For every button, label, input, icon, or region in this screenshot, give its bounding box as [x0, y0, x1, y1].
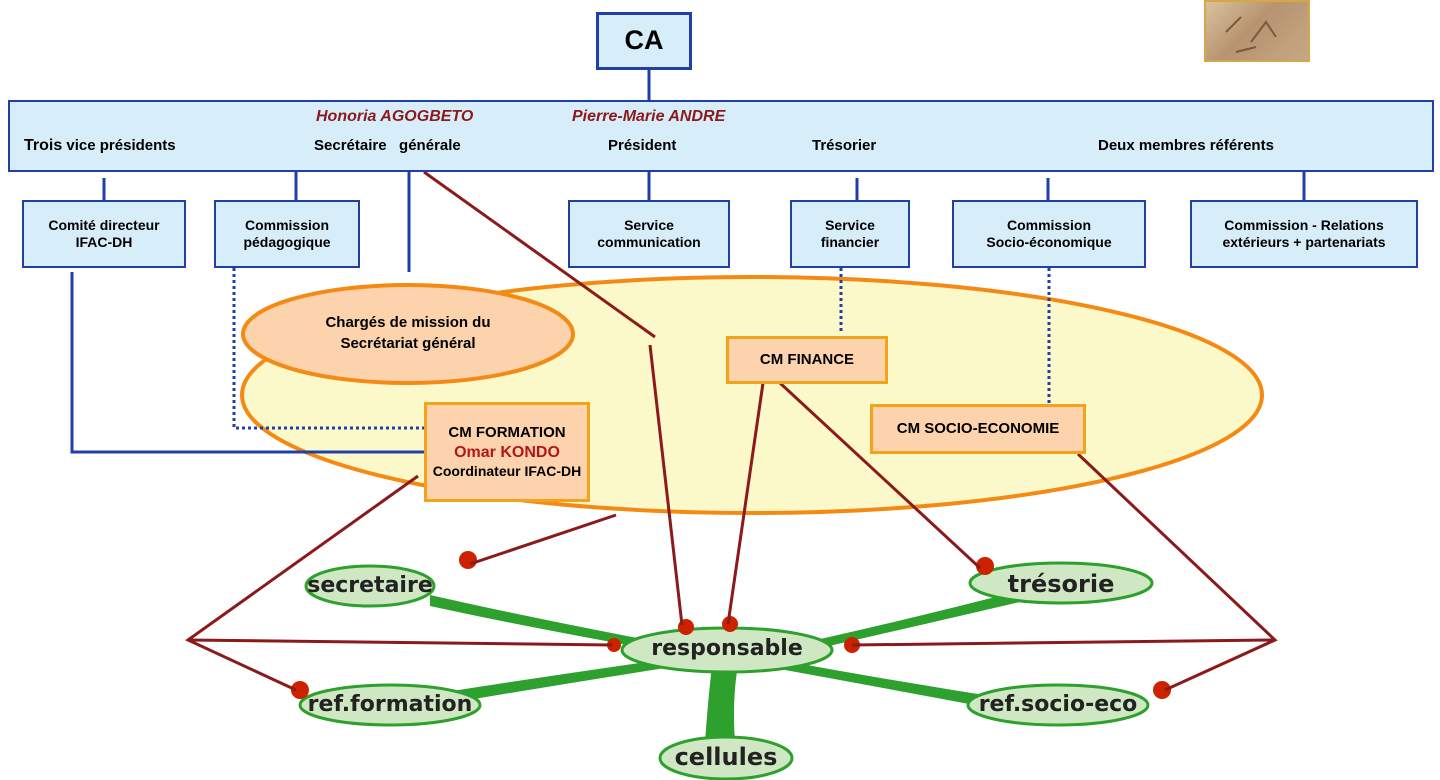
pedagogique-line1: Commission	[244, 216, 329, 233]
secretary-name: Honoria AGOGBETO	[316, 108, 474, 125]
node-responsable-label: responsable	[651, 636, 803, 661]
comite-directeur-box: Comité directeur IFAC-DH	[22, 200, 186, 268]
cm-finance-label: CM FINANCE	[759, 350, 855, 368]
role-president: Président	[608, 137, 677, 154]
commission-socio-box: Commission Socio-économique	[952, 200, 1146, 268]
president-name: Pierre-Marie ANDRE	[572, 108, 726, 125]
charges-label: Chargés de mission du Secrétariat généra…	[240, 312, 576, 354]
cm-formation-name: Omar KONDO	[454, 443, 560, 461]
charges-ellipse	[241, 283, 575, 385]
cm-formation-title: CM FORMATION	[448, 423, 566, 441]
financier-line1: Service	[825, 216, 875, 233]
role-vice-presidents-count: Trois	[24, 137, 63, 154]
charges-line2: Secrétariat général	[340, 335, 476, 352]
node-secretaire-label: secretaire	[307, 573, 433, 598]
commission-relations-box: Commission - Relations extérieurs + part…	[1190, 200, 1418, 268]
blue-connectors	[70, 70, 1306, 454]
node-ref-formation	[298, 683, 482, 727]
node-cellules	[658, 735, 794, 780]
financier-line2: financier	[820, 234, 880, 250]
pedagogique-line2: pédagogique	[243, 234, 331, 250]
role-treasurer: Trésorier	[812, 137, 877, 154]
node-ref-socio	[966, 683, 1150, 727]
mindmap-arms	[395, 580, 1062, 742]
socio-line1: Commission	[1006, 216, 1091, 233]
communication-line1: Service	[624, 216, 674, 233]
service-financier-box: Service financier	[790, 200, 910, 268]
node-tresorie-label: trésorie	[1007, 570, 1115, 598]
logo-image	[1204, 0, 1310, 62]
socio-line2: Socio-économique	[986, 234, 1112, 250]
comite-line2: IFAC-DH	[75, 234, 133, 250]
node-ref-formation-label: ref.formation	[307, 692, 473, 717]
role-vice-presidents: Trois vice présidents	[24, 137, 176, 155]
commission-pedagogique-box: Commission pédagogique	[214, 200, 360, 268]
comite-line1: Comité directeur	[48, 216, 160, 233]
cm-socio-box: CM SOCIO-ECONOMIE	[870, 404, 1086, 454]
role-vice-presidents-text: vice présidents	[62, 137, 176, 154]
node-tresorie	[968, 561, 1154, 605]
cm-finance-box: CM FINANCE	[726, 336, 888, 384]
node-ref-socio-label: ref.socio-eco	[978, 692, 1138, 717]
charges-line1: Chargés de mission du	[325, 314, 491, 331]
relations-line1: Commission - Relations	[1224, 216, 1384, 233]
node-cellules-label: cellules	[674, 743, 778, 771]
board-bar	[8, 100, 1434, 172]
cm-socio-label: CM SOCIO-ECONOMIE	[896, 419, 1060, 437]
communication-line2: communication	[597, 234, 701, 250]
red-connectors	[185, 170, 1278, 692]
relations-line2: extérieurs + partenariats	[1222, 234, 1386, 250]
cm-formation-box: CM FORMATION Omar KONDO Coordinateur IFA…	[424, 402, 590, 502]
cm-formation-role: Coordinateur IFAC-DH	[432, 462, 582, 479]
service-communication-box: Service communication	[568, 200, 730, 268]
stone-tablet-icon	[1225, 16, 1277, 53]
role-secretary: Secrétaire générale	[314, 137, 461, 154]
dotted-connectors	[232, 268, 1051, 430]
ca-box: CA	[596, 12, 692, 70]
node-secretaire	[304, 564, 436, 608]
role-members: Deux membres référents	[1098, 137, 1274, 154]
mindmap-nodes	[298, 561, 1154, 780]
ca-label: CA	[624, 25, 664, 56]
